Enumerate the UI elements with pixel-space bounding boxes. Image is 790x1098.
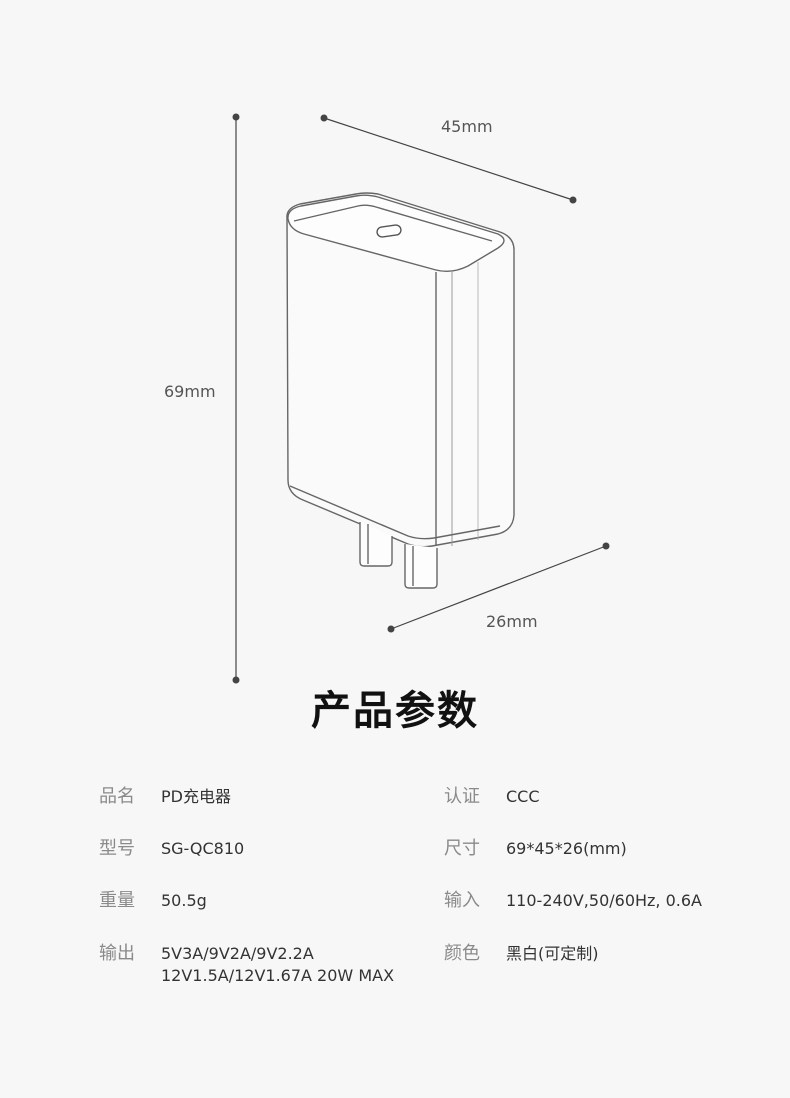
spec-label: 型号 (99, 838, 135, 859)
spec-label: 认证 (444, 786, 480, 807)
spec-value: 69*45*26(mm) (506, 839, 627, 858)
width-dimension-label: 45mm (441, 117, 493, 136)
spec-label: 颜色 (444, 943, 480, 964)
spec-value: 110-240V,50/60Hz, 0.6A (506, 891, 702, 910)
spec-value: CCC (506, 787, 540, 806)
spec-value: SG-QC810 (161, 839, 245, 858)
spec-label: 品名 (99, 786, 135, 807)
spec-label: 输入 (444, 890, 480, 911)
height-dimension-dot-top (232, 113, 240, 121)
spec-label: 输出 (99, 943, 135, 964)
section-title: 产品参数 (311, 688, 479, 734)
spec-value: 5V3A/9V2A/9V2.2A 12V1.5A/12V1.67A 20W MA… (161, 944, 395, 985)
height-dimension-label: 69mm (164, 382, 216, 401)
depth-dimension-line (390, 545, 607, 630)
depth-dimension-dot-left (387, 625, 395, 633)
width-dimension-dot-left (320, 114, 328, 122)
charger-dimension-diagram (232, 113, 610, 684)
depth-dimension-label: 26mm (486, 612, 538, 631)
spec-value: PD充电器 (161, 787, 231, 806)
width-dimension-dot-right (569, 196, 577, 204)
height-dimension-dot-bottom (232, 676, 240, 684)
spec-value: 50.5g (161, 891, 207, 910)
spec-label: 重量 (99, 890, 135, 911)
depth-dimension-dot-right (602, 542, 610, 550)
spec-value: 黑白(可定制) (506, 944, 599, 963)
width-dimension-line (323, 117, 574, 201)
spec-label: 尺寸 (444, 838, 480, 859)
charger-illustration (286, 192, 515, 589)
